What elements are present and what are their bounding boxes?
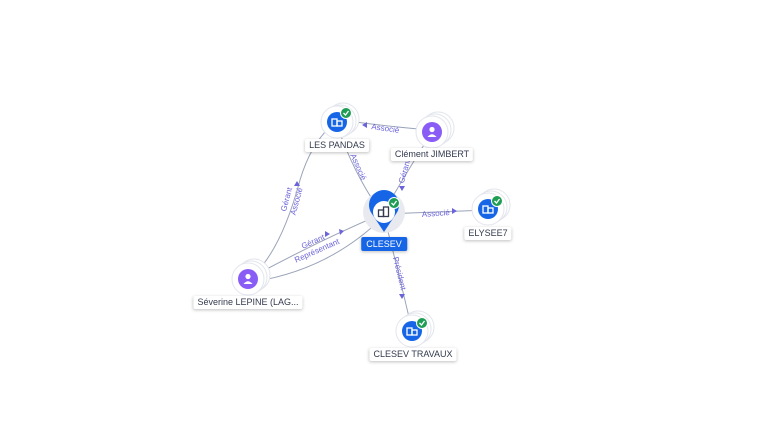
- edge-label: Président: [391, 256, 408, 292]
- node-label-clement-jimbert[interactable]: Clément JIMBERT: [390, 148, 474, 161]
- arrow-icon: [362, 122, 367, 128]
- arrow-icon: [294, 181, 300, 186]
- edge-label: Associé: [422, 208, 451, 219]
- arrow-icon: [399, 186, 405, 191]
- node-les-pandas[interactable]: [320, 102, 360, 139]
- node-clesev-travaux[interactable]: [395, 310, 435, 348]
- building-icon: [377, 206, 390, 218]
- node-label-severine-lepine[interactable]: Séverine LEPINE (LAG...: [193, 296, 303, 309]
- node-label-les-pandas[interactable]: LES PANDAS: [305, 139, 369, 152]
- edge-label: Associé: [371, 122, 401, 135]
- edge-label: Gérant: [397, 158, 413, 185]
- person-icon: [422, 122, 442, 142]
- arrow-icon: [339, 229, 344, 235]
- node-severine-lepine[interactable]: [231, 258, 271, 296]
- node-elysee7[interactable]: [471, 188, 511, 226]
- node-clement-jimbert[interactable]: [415, 111, 455, 149]
- node-clesev[interactable]: [363, 190, 405, 233]
- node-label-clesev[interactable]: CLESEV: [361, 237, 407, 251]
- edge-label: Associé: [348, 152, 368, 182]
- person-icon: [238, 269, 258, 289]
- arrow-icon: [452, 208, 457, 214]
- node-label-clesev-travaux[interactable]: CLESEV TRAVAUX: [369, 348, 457, 361]
- arrow-icon: [325, 231, 330, 237]
- verified-check-icon: [340, 107, 352, 119]
- verified-check-icon: [491, 195, 503, 207]
- node-label-elysee7[interactable]: ELYSEE7: [464, 227, 512, 240]
- verified-check-icon: [388, 197, 400, 209]
- verified-check-icon: [416, 317, 428, 329]
- arrow-icon: [399, 294, 405, 299]
